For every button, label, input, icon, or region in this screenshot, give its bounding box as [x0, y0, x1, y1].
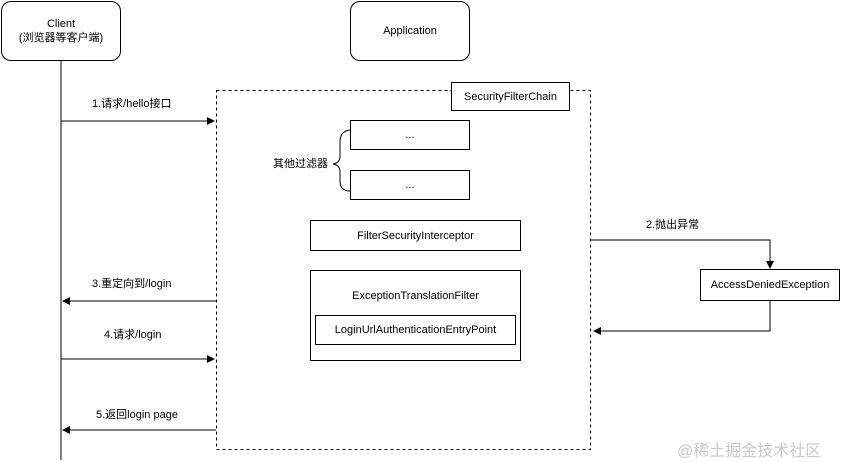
watermark: @稀土掘金技术社区 [677, 443, 822, 460]
step5-label: 5.返回login page [96, 409, 178, 421]
client-title: Client [46, 18, 76, 30]
step4-label: 4.请求/login [104, 329, 162, 341]
other-filter-label: ... [405, 179, 415, 191]
login-url-entry-point-label: LoginUrlAuthenticationEntryPoint [334, 324, 497, 336]
step1-label: 1.请求/hello接口 [92, 98, 172, 110]
arrow-exception-return [593, 301, 771, 335]
other-filter-box: ... [350, 170, 470, 200]
filter-security-interceptor-box: FilterSecurityInterceptor [310, 220, 521, 251]
application-title: Application [383, 25, 437, 37]
application-actor: Application [350, 1, 470, 61]
step3-label: 3.重定向到/login [92, 278, 172, 290]
arrow-step2 [591, 239, 774, 269]
exception-translation-filter-label: ExceptionTranslationFilter [352, 290, 479, 302]
step2-label: 2.抛出异常 [646, 219, 700, 231]
security-filter-chain-boundary [216, 90, 591, 450]
other-filter-box: ... [350, 120, 470, 150]
access-denied-exception-label: AccessDeniedException [710, 279, 830, 291]
client-actor: Client (浏览器等客户端) [1, 1, 121, 61]
other-filters-label: 其他过滤器 [273, 158, 328, 170]
access-denied-exception-box: AccessDeniedException [700, 269, 840, 301]
other-filter-label: ... [405, 129, 415, 141]
security-filter-chain-title: SecurityFilterChain [451, 82, 570, 111]
security-filter-chain-label: SecurityFilterChain [464, 90, 557, 103]
other-filters-brace [332, 129, 351, 192]
login-url-entry-point-box: LoginUrlAuthenticationEntryPoint [315, 315, 516, 345]
client-subtitle: (浏览器等客户端) [18, 32, 104, 44]
filter-security-interceptor-label: FilterSecurityInterceptor [357, 229, 474, 242]
